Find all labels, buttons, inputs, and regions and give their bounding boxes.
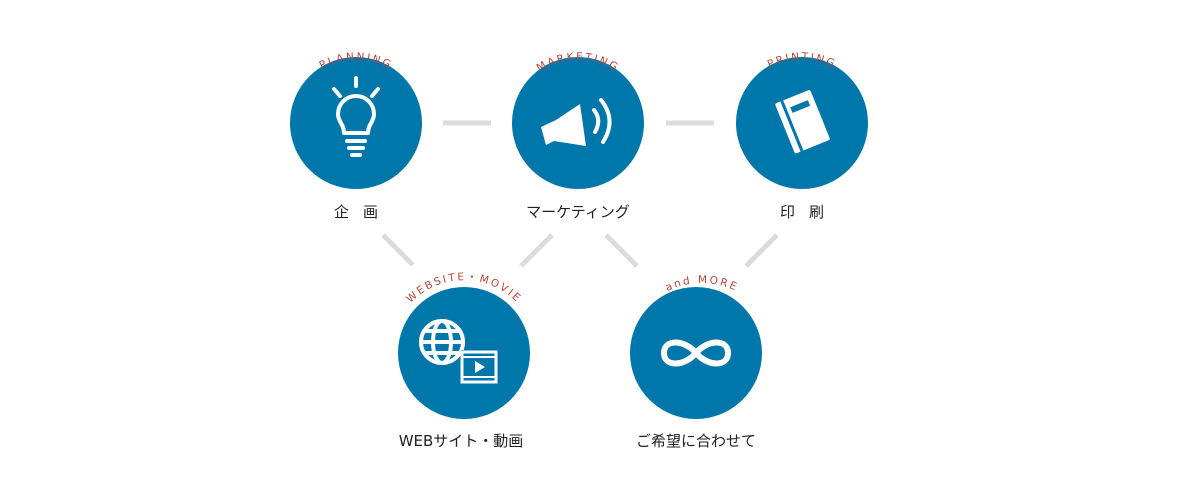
connector-printing-more	[744, 233, 779, 268]
planning-label: 企画	[333, 203, 393, 221]
globe-video-icon	[419, 319, 498, 384]
website-label: WEBサイト・動画	[398, 432, 524, 450]
more-label: ご希望に合わせて	[635, 432, 757, 450]
connector-marketing-more	[604, 233, 639, 268]
printing-label: 印刷	[779, 203, 839, 221]
connector-planning-website	[381, 233, 415, 267]
marketing-label: マーケティング	[526, 203, 630, 221]
planning-circle	[290, 57, 422, 189]
connector-marketing-website	[519, 233, 554, 268]
megaphone-icon	[541, 98, 612, 146]
infinity-icon	[661, 339, 731, 367]
book-icon	[775, 90, 830, 154]
lightbulb-icon	[332, 76, 380, 157]
